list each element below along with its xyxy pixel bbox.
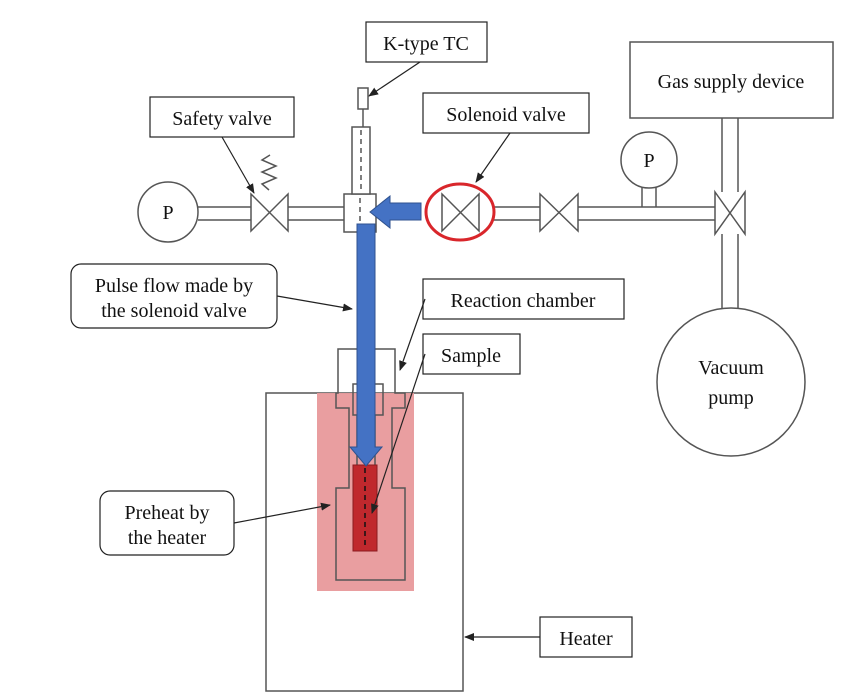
sample-leader — [371, 353, 426, 514]
manual-valve-symbol — [539, 192, 579, 233]
svg-text:Gas supply device: Gas supply device — [658, 71, 805, 93]
gas-supply-device: Gas supply device — [629, 41, 834, 119]
thermocouple-probe — [351, 87, 371, 195]
svg-text:Heater: Heater — [559, 628, 613, 650]
solenoid-valve-label: Solenoid valve — [422, 92, 590, 134]
reaction-chamber-leader — [399, 298, 426, 371]
svg-text:the heater: the heater — [128, 527, 207, 549]
svg-text:Reaction chamber: Reaction chamber — [451, 290, 596, 312]
sample-label: Sample — [422, 333, 521, 375]
vertical-pipe-right — [721, 118, 739, 308]
pulse-flow-label: Pulse flow made by the solenoid valve — [70, 263, 278, 329]
safety-valve-label: Safety valve — [149, 96, 295, 138]
heater-label: Heater — [539, 616, 633, 658]
svg-text:Pulse flow made by: Pulse flow made by — [95, 275, 253, 297]
svg-text:pump: pump — [708, 387, 754, 409]
k-type-tc-label: K-type TC — [365, 21, 488, 63]
preheat-leader — [233, 502, 331, 524]
preheat-label: Preheat by the heater — [99, 490, 235, 556]
main-pipe — [198, 206, 715, 221]
svg-text:the solenoid valve: the solenoid valve — [101, 300, 247, 322]
svg-text:Solenoid valve: Solenoid valve — [446, 104, 566, 126]
solenoid-valve-symbol — [424, 182, 496, 242]
safety-valve-symbol — [250, 154, 289, 233]
svg-text:Safety valve: Safety valve — [172, 108, 272, 130]
svg-text:Vacuum: Vacuum — [698, 357, 764, 379]
vacuum-pump: Vacuum pump — [656, 307, 806, 457]
reaction-chamber-label: Reaction chamber — [422, 278, 625, 320]
solenoid-valve-leader — [475, 132, 511, 183]
safety-valve-leader — [221, 136, 255, 194]
svg-text:K-type TC: K-type TC — [383, 33, 469, 55]
k-type-tc-leader — [368, 61, 421, 97]
pulse-flow-leader — [276, 295, 353, 312]
pressure-gauge-left: P — [137, 181, 199, 243]
pulse-flow-arrow — [348, 194, 422, 467]
svg-text:Preheat by: Preheat by — [125, 502, 210, 524]
svg-text:P: P — [162, 202, 173, 224]
svg-text:P: P — [643, 150, 654, 172]
svg-text:Sample: Sample — [441, 345, 501, 367]
pressure-gauge-right: P — [620, 131, 678, 189]
supply-valve-symbol — [714, 189, 746, 237]
